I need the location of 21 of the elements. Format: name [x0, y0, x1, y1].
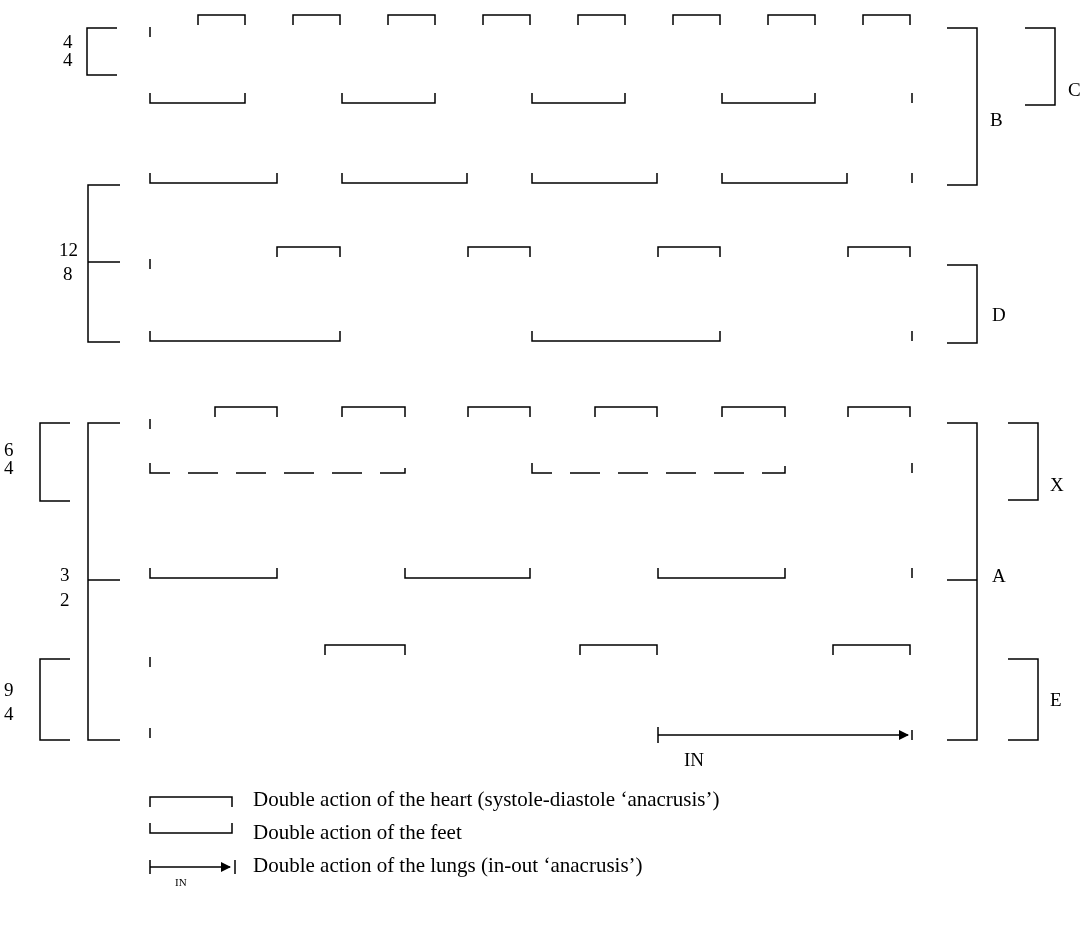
time-signature-digit: 4: [63, 50, 73, 69]
time-signature-digit: 4: [4, 704, 14, 723]
legend-text: Double action of the heart (systole-diastole ‘anacrusis’): [253, 789, 720, 810]
section-letter: C: [1068, 80, 1081, 99]
time-signature-digit: 9: [4, 680, 14, 699]
legend-text: Double action of the lungs (in-out ‘anacrusis’): [253, 855, 643, 876]
legend-text: Double action of the feet: [253, 822, 462, 843]
section-letter: D: [992, 305, 1006, 324]
time-signature-digit: 12: [59, 240, 78, 259]
section-letter: E: [1050, 690, 1062, 709]
time-signature-digit: 8: [63, 264, 73, 283]
time-signature-digit: 6: [4, 440, 14, 459]
arrow-label: IN: [684, 750, 705, 769]
time-signature-digit: 2: [60, 590, 70, 609]
time-signature-digit: 4: [4, 458, 14, 477]
section-letter: X: [1050, 475, 1064, 494]
time-signature-digit: 4: [63, 32, 73, 51]
section-letter: B: [990, 110, 1003, 129]
time-signature-digit: 3: [60, 565, 70, 584]
arrow-label: IN: [175, 877, 187, 888]
section-letter: A: [992, 566, 1006, 585]
